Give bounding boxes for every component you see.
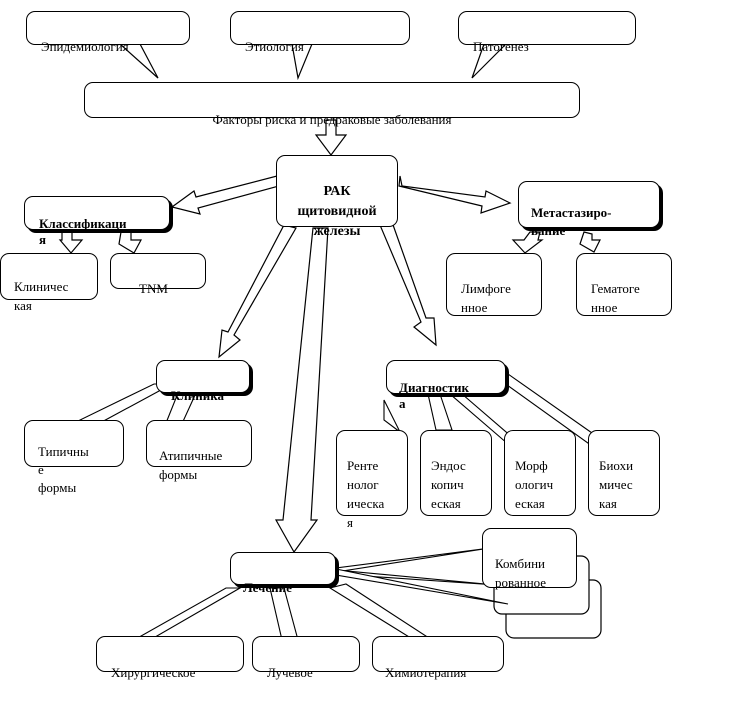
metastasis-label: Метастазиро- вание	[531, 205, 612, 238]
endoscopic-label: Эндос копич еская	[431, 458, 466, 511]
pathogenesis-label: Патогенез	[473, 39, 529, 54]
radiation-node: Лучевое	[252, 636, 360, 680]
etiology-label: Этиология	[245, 39, 304, 54]
morphological-label: Морф ологич еская	[515, 458, 554, 511]
morphological-node: Морф ологич еская	[504, 430, 576, 516]
arrow-cancer-to-diagnostics	[379, 221, 437, 347]
clinical-class-node: Клиничес кая	[0, 253, 98, 313]
biochemical-node: Биохи мичес кая	[588, 430, 660, 516]
block-arrows	[58, 119, 601, 554]
arrow-risk-to-cancer	[314, 119, 348, 156]
lymphogenous-node: Лимфоге нное	[446, 253, 542, 316]
cancer-node: РАК щитовидной железы	[276, 155, 398, 239]
atypical-forms-label: Атипичные формы	[159, 448, 223, 482]
clinic-node: Клиника	[156, 360, 250, 403]
xray-label: Ренте нолог ическа я	[347, 458, 385, 530]
classification-label: Классификаци я	[39, 216, 127, 247]
metastasis-node: Метастазиро- вание	[518, 181, 660, 238]
arrow-cancer-to-clinic	[218, 224, 297, 359]
connector-treatment-combined-c	[335, 568, 509, 605]
combined-node: Комбини рованное	[482, 528, 577, 590]
arrow-metastasis-to-lymph	[511, 231, 544, 254]
cancer-label: РАК щитовидной железы	[297, 184, 377, 239]
typical-forms-label: Типичны е формы	[38, 444, 89, 495]
treatment-node: Лечение	[230, 552, 336, 595]
diagnostics-node: Диагностик а	[386, 360, 506, 411]
connector-diagnostics-xray	[383, 399, 401, 433]
chemotherapy-label: Химиотерапия	[385, 665, 467, 680]
classification-node: Классификаци я	[24, 196, 170, 247]
hematogenous-label: Гематоге нное	[591, 281, 640, 315]
atypical-forms-node: Атипичные формы	[146, 420, 252, 482]
pathogenesis-node: Патогенез	[458, 11, 636, 54]
connector-treatment-surgical	[131, 587, 243, 641]
connector-treatment-chemo	[328, 583, 434, 641]
risk-factors-label: Факторы риска и предраковые заболевания	[212, 112, 452, 127]
surgical-node: Хирургическое	[96, 636, 244, 680]
epidemiology-node: Эпидемиология	[26, 11, 190, 54]
lymphogenous-label: Лимфоге нное	[461, 281, 511, 315]
tnm-node: TNM	[110, 253, 206, 296]
chemotherapy-node: Химиотерапия	[372, 636, 504, 680]
radiation-label: Лучевое	[267, 665, 313, 680]
treatment-label: Лечение	[243, 580, 292, 595]
arrow-cancer-to-classification	[170, 175, 280, 215]
arrow-classification-to-clinical	[58, 231, 84, 254]
arrow-classification-to-tnm	[118, 231, 143, 254]
tnm-label: TNM	[139, 281, 168, 296]
clinic-label: Клиника	[171, 388, 224, 403]
arrow-metastasis-to-hemato	[579, 231, 601, 253]
xray-node: Ренте нолог ическа я	[336, 430, 408, 530]
line-connectors	[78, 373, 604, 641]
diagnostics-label: Диагностик а	[399, 380, 469, 411]
etiology-node: Этиология	[230, 11, 410, 54]
surgical-label: Хирургическое	[111, 665, 196, 680]
typical-forms-node: Типичны е формы	[24, 420, 124, 495]
connector-treatment-combined-a	[335, 547, 491, 573]
arrow-cancer-to-treatment	[274, 227, 329, 554]
hematogenous-node: Гематоге нное	[576, 253, 672, 316]
biochemical-label: Биохи мичес кая	[599, 458, 634, 511]
epidemiology-label: Эпидемиология	[41, 39, 129, 54]
clinical-class-label: Клиничес кая	[14, 279, 69, 313]
combined-label: Комбини рованное	[495, 556, 547, 590]
arrow-cancer-to-metastasis	[398, 175, 512, 214]
endoscopic-node: Эндос копич еская	[420, 430, 492, 516]
risk-factors-node: Факторы риска и предраковые заболевания	[84, 82, 580, 127]
connector-diagnostics-endoscopic	[427, 393, 453, 431]
